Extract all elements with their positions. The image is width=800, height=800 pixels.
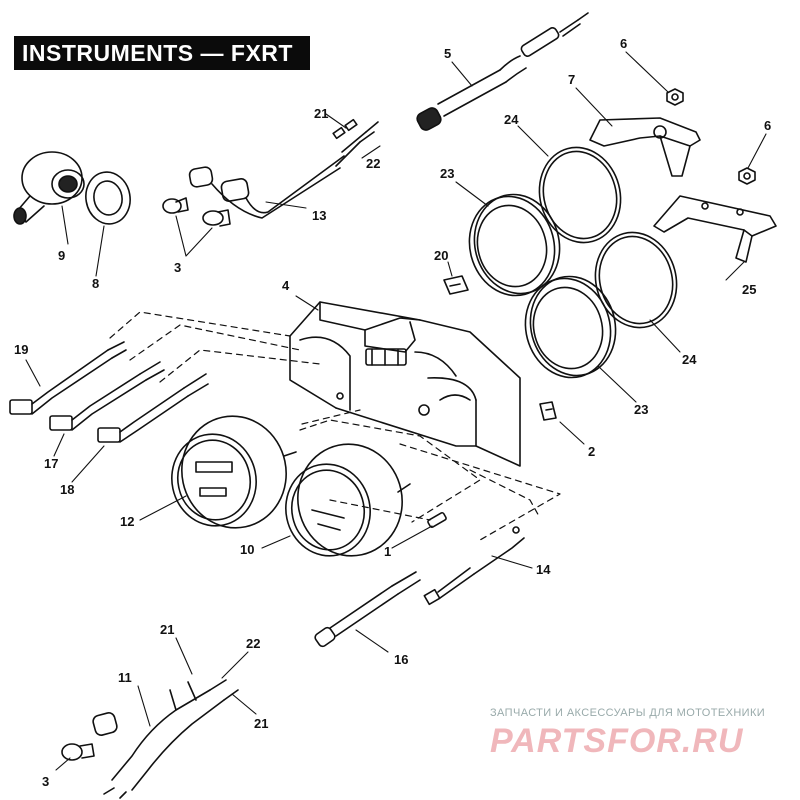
callout-4: 4: [282, 278, 290, 293]
callout-8: 8: [92, 276, 99, 291]
callout-2: 2: [588, 444, 595, 459]
callout-6-top: 6: [620, 36, 627, 51]
part-10-speedometer: [285, 443, 411, 557]
callout-17: 17: [44, 456, 58, 471]
callout-leaders: [25, 51, 767, 771]
callout-7: 7: [568, 72, 575, 87]
callout-14: 14: [536, 562, 551, 577]
part-8-washer: [85, 171, 131, 225]
callout-16: 16: [394, 652, 408, 667]
part-5-speedo-cable: [416, 12, 589, 131]
callout-22-lower: 22: [246, 636, 260, 651]
callout-11: 11: [118, 670, 132, 685]
callout-24-lower: 24: [682, 352, 697, 367]
diagram-title: INSTRUMENTS — FXRT: [22, 40, 293, 66]
callout-22-upper: 22: [366, 156, 380, 171]
part-4-instrument-housing: [289, 301, 521, 467]
title-banner: [14, 36, 310, 70]
watermark-tagline: ЗАПЧАСТИ И АКСЕССУАРЫ ДЛЯ МОТОТЕХНИКИ: [490, 707, 765, 719]
part-25-bracket: [653, 195, 777, 263]
part-19-indicator: [9, 341, 127, 415]
callout-20: 20: [434, 248, 448, 263]
callout-19: 19: [14, 342, 28, 357]
callout-21-upper: 21: [314, 106, 328, 121]
callout-1: 1: [384, 544, 391, 559]
callout-24-upper: 24: [504, 112, 519, 127]
part-17-indicator: [49, 361, 165, 431]
callout-23-upper: 23: [440, 166, 454, 181]
part-3-bulbs-upper: [162, 166, 250, 227]
part-16-cable: [314, 571, 421, 648]
part-6-nut-right: [738, 167, 756, 185]
part-24-ring-lower: [594, 231, 678, 329]
part-1-connector: [427, 511, 447, 529]
callout-3-lower: 3: [42, 774, 49, 789]
callout-25: 25: [742, 282, 756, 297]
watermark: ЗАПЧАСТИ И АКСЕССУАРЫ ДЛЯ МОТОТЕХНИКИ PA…: [490, 707, 765, 760]
part-14-cable: [423, 526, 525, 606]
part-23-bezel-upper: [468, 193, 561, 297]
callout-5: 5: [444, 46, 451, 61]
part-23-bezel-lower: [524, 275, 617, 379]
callout-12: 12: [120, 514, 134, 529]
part-11-harness: [61, 679, 239, 799]
callout-18: 18: [60, 482, 74, 497]
part-2-clip: [539, 401, 557, 421]
watermark-brand: PARTSFOR.RU: [490, 722, 744, 760]
assembly-dashed-lines: [109, 311, 561, 541]
callout-labels: 5 6 7 6 24 23 25 24 23 20 2 4 19 17 18 1…: [14, 36, 771, 789]
part-6-nut-top: [666, 88, 684, 106]
part-18-indicator: [97, 373, 209, 443]
callout-21-lower-right: 21: [254, 716, 268, 731]
part-20-clip: [443, 275, 469, 295]
callout-10: 10: [240, 542, 254, 557]
part-9-speedo-drive: [13, 151, 85, 225]
callout-21-lower-left: 21: [160, 622, 174, 637]
callout-23-lower: 23: [634, 402, 648, 417]
callout-6-right: 6: [764, 118, 771, 133]
callout-9: 9: [58, 248, 65, 263]
part-7-bracket: [589, 117, 701, 177]
part-13-harness: [211, 118, 379, 219]
part-12-tachometer: [171, 415, 297, 529]
callout-3-upper: 3: [174, 260, 181, 275]
callout-13: 13: [312, 208, 326, 223]
